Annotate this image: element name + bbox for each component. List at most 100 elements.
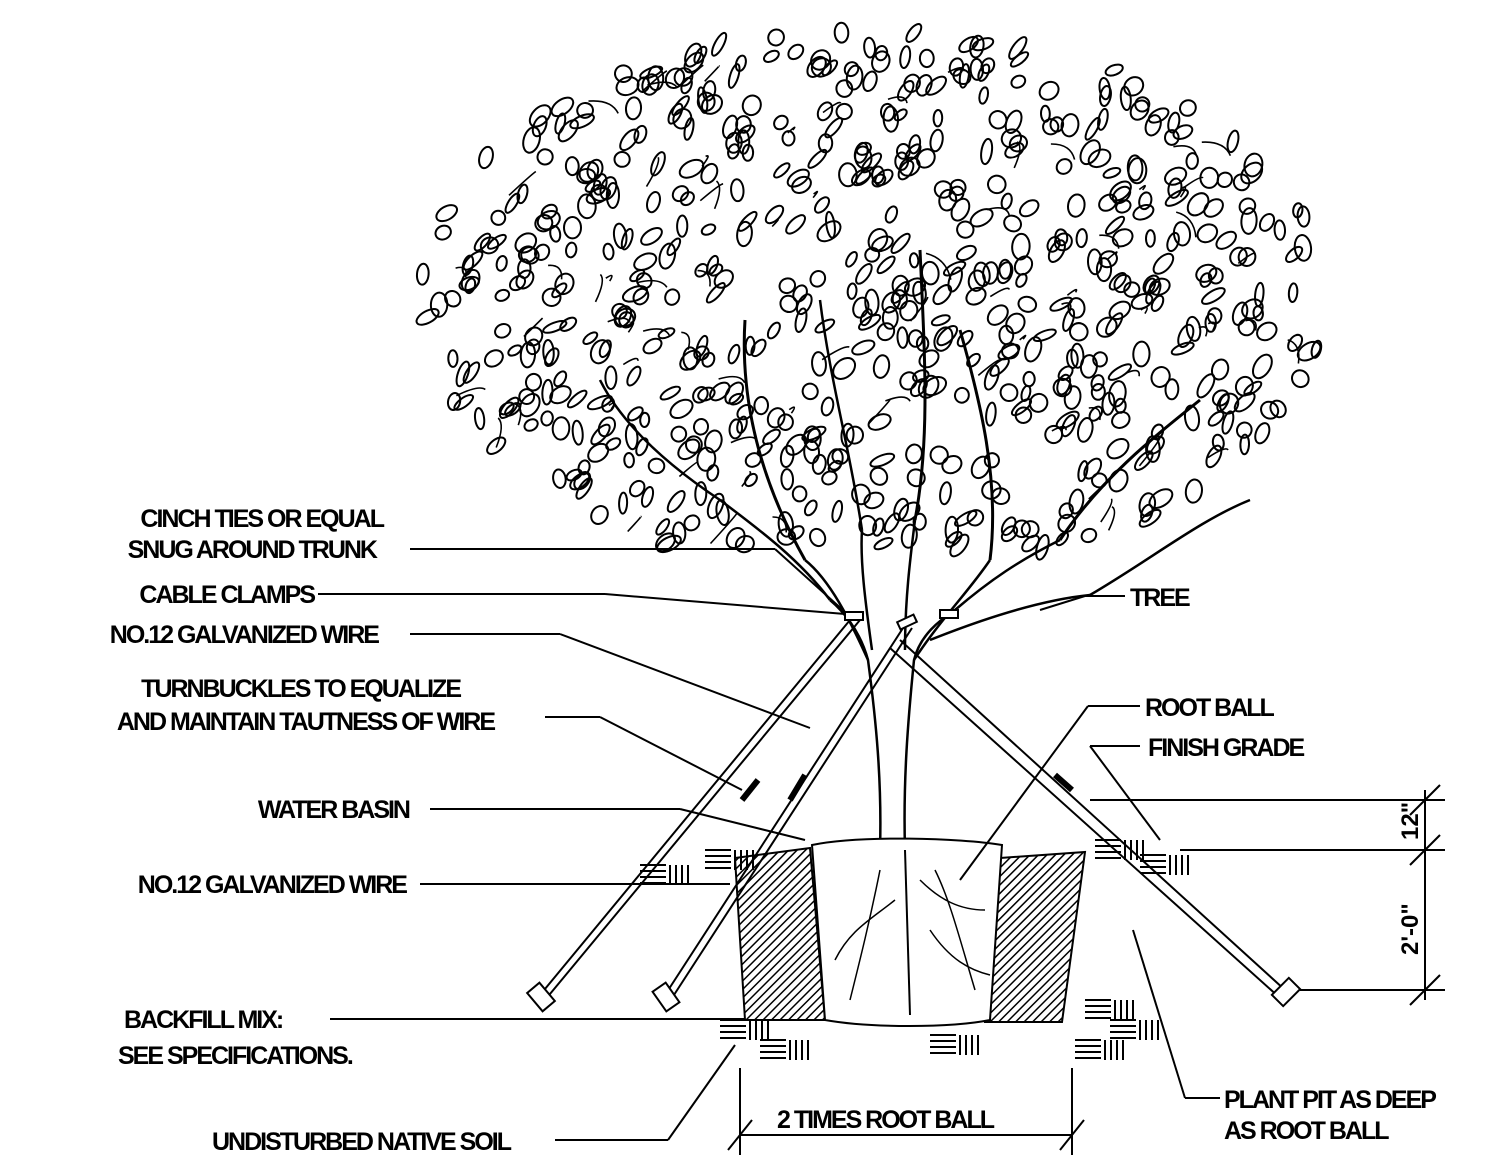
leaf <box>1199 272 1213 288</box>
leaf <box>671 95 690 117</box>
leaf <box>956 220 975 239</box>
leaf <box>647 457 666 475</box>
leaf <box>1211 389 1230 407</box>
twig <box>456 387 486 397</box>
leaf <box>855 263 873 285</box>
twig <box>1237 252 1256 265</box>
twig <box>636 279 668 288</box>
leaf <box>1008 36 1028 60</box>
twig <box>1100 498 1113 523</box>
leaf <box>490 209 507 226</box>
leaf <box>446 391 462 412</box>
soil-symbol <box>1110 1019 1159 1040</box>
leaf <box>907 329 924 348</box>
leaf <box>1055 410 1080 430</box>
leaf <box>670 425 688 443</box>
leaf <box>434 224 452 241</box>
leaf <box>1123 281 1141 298</box>
leaf <box>1183 404 1201 432</box>
twig <box>885 396 911 402</box>
leaf <box>896 80 915 102</box>
twig <box>925 252 952 280</box>
leaf <box>1012 519 1031 539</box>
leaf <box>835 102 853 121</box>
leaf <box>1134 96 1151 113</box>
leaf <box>786 168 810 188</box>
leaf <box>1058 502 1074 520</box>
leaf <box>553 370 568 388</box>
leaf <box>1172 221 1192 247</box>
leaf <box>1098 76 1111 101</box>
leaf <box>1067 193 1086 218</box>
leaf <box>859 308 873 327</box>
leaf <box>1055 531 1070 547</box>
leaf <box>1138 508 1162 528</box>
twig <box>713 180 721 210</box>
leaf <box>932 109 944 128</box>
twig <box>718 375 746 384</box>
leaf <box>639 65 664 80</box>
twig <box>642 70 668 92</box>
leaf <box>1057 513 1077 534</box>
leaf <box>1060 414 1077 438</box>
leaf <box>1231 301 1249 326</box>
leaf <box>633 252 658 271</box>
leaf <box>1000 128 1023 149</box>
leaf <box>1039 104 1051 123</box>
leaf <box>863 491 885 510</box>
leaf <box>464 277 477 295</box>
leaf <box>612 222 628 250</box>
leaf <box>614 64 633 84</box>
leaf <box>988 110 1008 130</box>
leaf <box>554 272 575 296</box>
twig <box>681 64 704 85</box>
leaf <box>874 44 889 62</box>
leaf <box>852 296 870 319</box>
leaf <box>540 203 558 220</box>
leaf <box>504 402 522 417</box>
leaf <box>1083 457 1103 480</box>
leaf <box>803 425 822 451</box>
twig <box>1088 406 1101 421</box>
leaf <box>590 423 611 446</box>
leaf <box>486 436 507 455</box>
leaf <box>816 220 842 243</box>
leaf <box>694 481 708 507</box>
leaf <box>1148 277 1171 296</box>
leaf <box>1000 525 1019 543</box>
leaf <box>1290 369 1310 389</box>
label-wire-lower: NO.12 GALVANIZED WIRE <box>138 871 408 899</box>
leaf <box>807 148 828 169</box>
leaf <box>517 258 532 279</box>
leaf <box>810 49 832 71</box>
leaf <box>969 208 994 228</box>
twig <box>1175 211 1197 238</box>
leaf <box>967 269 986 292</box>
leaf <box>640 227 663 246</box>
leaf <box>504 192 521 214</box>
leaf <box>873 536 894 551</box>
leaf <box>944 530 963 548</box>
leaf <box>996 261 1014 285</box>
leaf <box>1104 63 1124 77</box>
label-root-ball: ROOT BALL <box>1145 694 1275 722</box>
leaf <box>929 445 949 465</box>
leaf <box>1172 124 1194 140</box>
leaf <box>872 354 891 379</box>
leaf <box>1053 232 1073 252</box>
leaf <box>851 483 871 506</box>
leaf <box>624 96 643 121</box>
leaf <box>1132 340 1151 368</box>
leaf <box>1062 308 1076 332</box>
leaf <box>1102 166 1122 179</box>
leaf <box>809 269 827 288</box>
leaf <box>969 34 985 59</box>
leaf <box>557 119 579 143</box>
leaf <box>741 94 762 117</box>
leaf <box>778 277 797 295</box>
leaf <box>540 410 554 427</box>
leaf <box>453 394 475 411</box>
leaf <box>605 437 622 451</box>
leaf <box>1252 305 1264 322</box>
twig <box>989 287 1011 298</box>
